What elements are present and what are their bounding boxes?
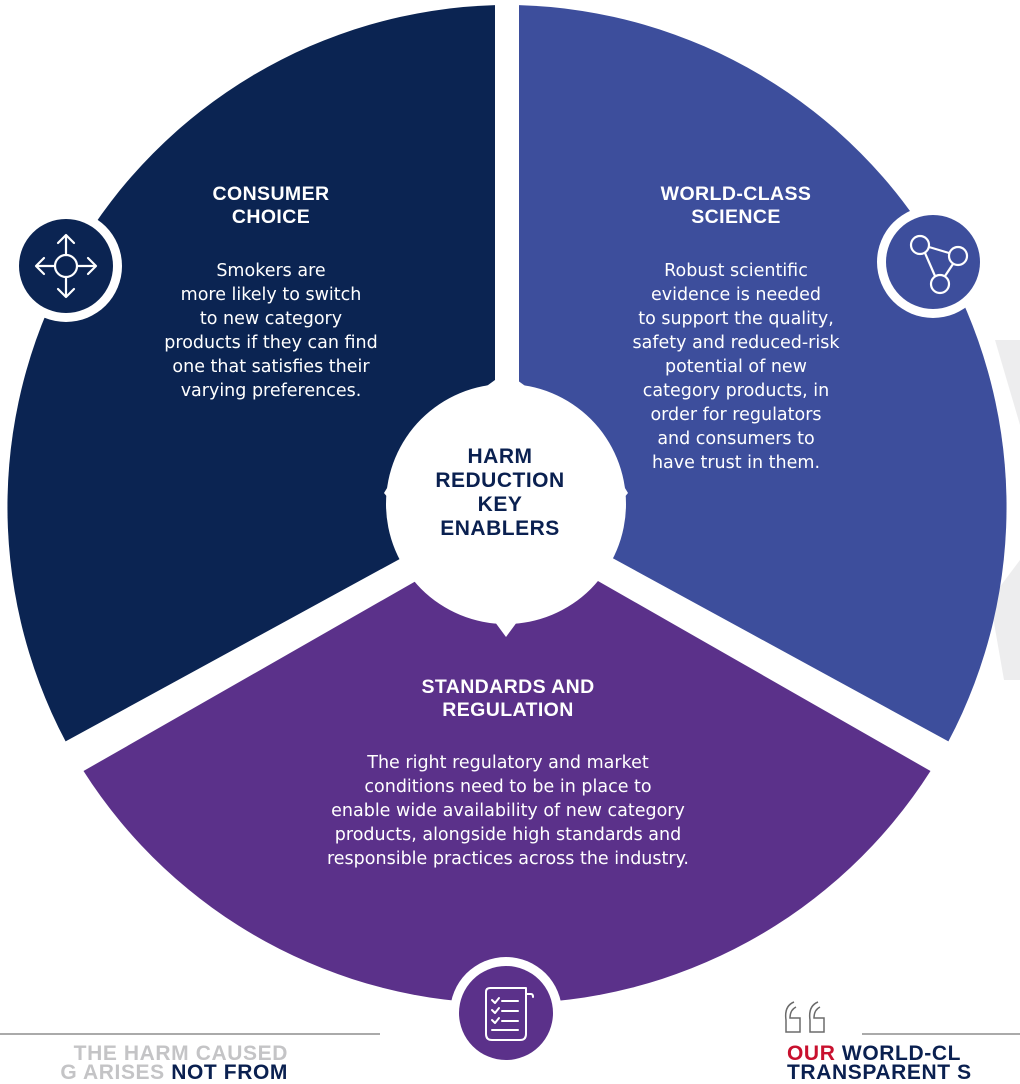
center-label: HARM REDUCTION KEY ENABLERS	[435, 445, 565, 540]
segment-consumer-choice	[7, 5, 496, 742]
background-letter-shape	[995, 340, 1020, 425]
consumer-choice-title: CONSUMER CHOICE	[212, 183, 330, 228]
left-quote-line2-grey: G ARISES	[60, 1061, 172, 1084]
right-quote: OUR WORLD-CL TRANSPARENT S	[787, 1044, 1020, 1082]
center-badge	[384, 372, 628, 637]
consumer-choice-body: Smokers are more likely to switch to new…	[164, 261, 378, 401]
segment-standards-regulation	[83, 529, 931, 1004]
checklist-scroll-icon	[450, 957, 562, 1069]
move-arrows-icon	[10, 210, 122, 322]
quote-mark-icon	[784, 1001, 825, 1033]
right-quote-line1-red: OUR	[787, 1044, 842, 1065]
left-quote-line1: THE HARM CAUSED	[73, 1042, 288, 1065]
molecule-icon	[877, 206, 989, 318]
left-quote-line2-navy: NOT FROM	[171, 1061, 288, 1084]
world-class-science-title: WORLD-CLASS SCIENCE	[660, 183, 812, 228]
right-quote-line1-navy: WORLD-CL	[841, 1044, 962, 1065]
standards-regulation-body: The right regulatory and market conditio…	[326, 753, 689, 869]
left-quote: THE HARM CAUSED G ARISES NOT FROM	[60, 1042, 288, 1084]
world-class-science-body: Robust scientific evidence is needed to …	[632, 261, 840, 473]
standards-regulation-title: STANDARDS AND REGULATION	[421, 676, 595, 721]
segment-world-class-science	[519, 5, 1007, 742]
right-quote-line2: TRANSPARENT S	[787, 1061, 972, 1082]
